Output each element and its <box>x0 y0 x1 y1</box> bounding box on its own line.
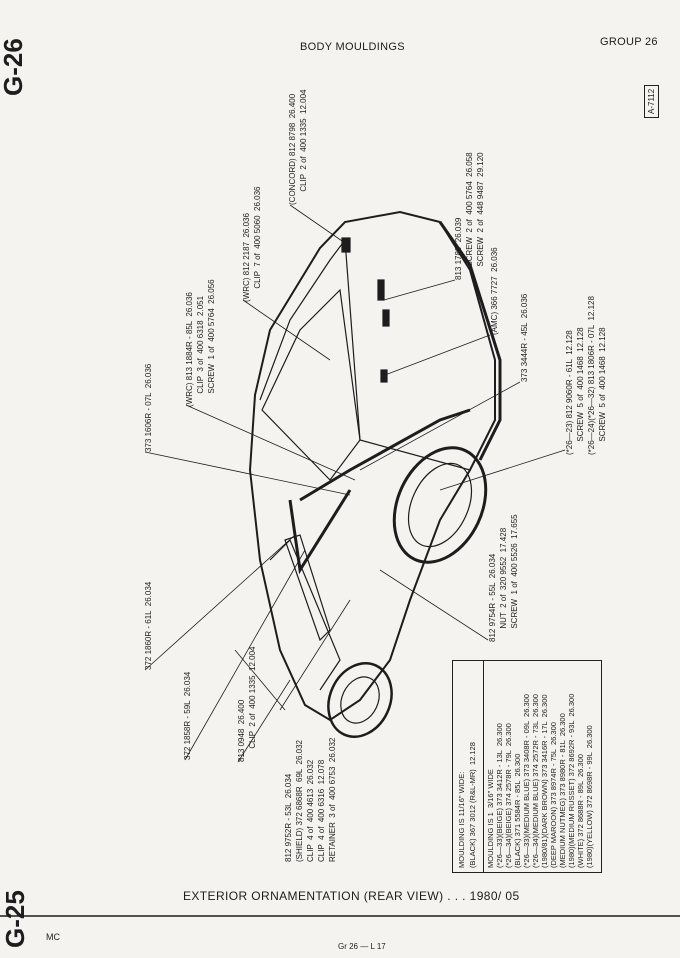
corner-mark: MC <box>46 932 60 942</box>
callout-line: CLIP 3 of 400 6318 2.051 <box>196 295 205 407</box>
rear-deck <box>344 239 471 471</box>
callout-line: 373 1606R - 07L 26.036 <box>144 363 153 452</box>
callout-wrc-813-1884: (WRC) 813 1884R - 85L 26.036 CLIP 3 of 4… <box>184 279 217 407</box>
callout-26-23: (*26—23) 812 9060R - 61L 12.128 SCREW 5 … <box>564 296 608 455</box>
group-label: GROUP 26 <box>600 36 658 48</box>
quarter-window <box>284 534 331 642</box>
roof-line <box>259 239 346 401</box>
figure-caption: EXTERIOR ORNAMENTATION (REAR VIEW) . . .… <box>183 889 520 903</box>
callout-concord: (CONCORD) 812 8798 26.400 CLIP 2 of 400 … <box>287 90 309 206</box>
callout-line: (WRC) 813 1884R - 85L 26.036 <box>185 292 194 407</box>
callout-line: 813 1789 26.039 <box>454 217 463 280</box>
callout-line: 373 3444R - 45L 26.036 <box>520 293 529 382</box>
callout-812-9752: 812 9752R - 53L 26.034(SHIELD) 372 6868R… <box>283 738 338 862</box>
page-code-bottom: G-25 <box>0 890 30 948</box>
callout-line: SCREW 2 of 448 9487 29.120 <box>476 152 485 280</box>
callout-line: SCREW 5 of 400 1468 12.128 <box>598 327 607 455</box>
callout-line: CLIP 2 of 400 1335 12.004 <box>248 646 257 762</box>
moulding-line: (1980/81)(DARK BROWN) 373 3416R - 17L 26… <box>540 694 549 868</box>
callout-line: (SHIELD) 372 6868R 69L 26.032 <box>295 739 304 862</box>
callout-line: SCREW 2 of 400 5764 26.058 <box>465 152 474 280</box>
moulding-line: (*26—33)(BEIGE) 373 3412R - 13L 26.300 <box>495 723 504 868</box>
callout-line: (WRC) 812 2187 26.036 <box>242 213 251 302</box>
callout-line: (AMC) 366 7727 26.036 <box>490 247 499 335</box>
callout-line: NUT 2 of 320 9552 17.428 <box>499 527 508 642</box>
moulding-line: (*26—33)(MEDIUM BLUE) 373 3408R - 09L 26… <box>522 694 531 868</box>
page-title: BODY MOULDINGS <box>300 41 405 53</box>
callout-line: SCREW 1 of 400 5764 26.056 <box>207 279 216 407</box>
callout-line: CLIP 2 of 400 1335 12.004 <box>299 89 308 205</box>
moulding-line: (1980)(MEDIUM RUSSET) 372 8692R - 93L 26… <box>567 693 576 868</box>
moulding-line: (MEDIUM NUTMEG) 373 8980R - 81L 26.300 <box>558 713 567 868</box>
callout-373-3444: 373 3444R - 45L 26.036 <box>519 294 530 382</box>
rear-wheel <box>392 446 488 564</box>
callout-813-0948: 813 0948 26.400 CLIP 2 of 400 1335 12.00… <box>236 647 258 763</box>
moulding-wide: MOULDING IS 1 3/16" WIDE(*26—33)(BEIGE) … <box>486 694 594 868</box>
rear-bumper <box>438 221 502 461</box>
leader-lines <box>144 204 566 763</box>
callout-line: 372 1860R - 61L 26.034 <box>144 581 153 670</box>
car-body-outline <box>248 210 496 722</box>
callout-line: 813 0948 26.400 <box>237 699 246 762</box>
callout-line: SCREW 1 of 400 5526 17.655 <box>510 514 519 642</box>
moulding-line: (1980)(YELLOW) 372 8698R - 99L 26.300 <box>585 725 594 868</box>
callout-line: CLIP 4 of 400 6316 12.078 <box>317 759 326 862</box>
callout-line: (*26—23) 812 9060R - 61L 12.128 <box>565 330 574 455</box>
callout-line: CLIP 7 of 400 5060 26.036 <box>253 186 262 302</box>
rear-window <box>261 288 361 481</box>
moulding-line: (*26—34)(MEDIUM BLUE) 374 2572R - 73L 26… <box>531 694 540 868</box>
callout-wrc-812-2187: (WRC) 812 2187 26.036 CLIP 7 of 400 5060… <box>241 187 263 303</box>
callout-372-1858: 372 1858R - 59L 26.034 <box>182 672 193 760</box>
callout-813-1789: 813 1789 26.039 SCREW 2 of 400 5764 26.0… <box>453 152 486 280</box>
moulding-narrow: MOULDING IS 11/16" WIDE:(BLACK) 367 3012… <box>456 742 478 868</box>
callout-373-1606: 373 1606R - 07L 26.036 <box>143 364 154 452</box>
callout-line: 372 1858R - 59L 26.034 <box>183 671 192 760</box>
callout-812-9754: 812 9754R - 55L 26.034 NUT 2 of 320 9552… <box>487 514 520 642</box>
moulding-line: MOULDING IS 11/16" WIDE: <box>457 771 466 868</box>
callout-line: 812 9754R - 55L 26.034 <box>488 553 497 642</box>
callout-372-1860: 372 1860R - 61L 26.034 <box>143 582 154 670</box>
callout-amc: (AMC) 366 7727 26.036 <box>489 247 500 335</box>
moulding-line: (WHITE) 372 8688R - 89L 26.300 <box>576 754 585 868</box>
moulding-line: (BLACK) 371 5584R - 85L 26.300 <box>513 753 522 868</box>
callout-line: (*26—24)(*26—32) 813 1806R - 07L 12.128 <box>587 296 596 455</box>
front-wheel <box>327 662 393 738</box>
beltline-moulding <box>288 489 352 575</box>
moulding-table <box>452 660 602 873</box>
door-frame <box>269 538 341 691</box>
moulding-line: (DEEP MAROON) 373 8974R - 75L 26.300 <box>549 722 558 868</box>
side-moulding <box>299 408 471 502</box>
moulding-line: (BLACK) 367 3012 (R&L-MR) 12.128 <box>468 742 477 868</box>
callout-line: 812 9752R - 53L 26.034 <box>284 773 293 862</box>
callout-line: RETAINER 3 of 400 6753 26.032 <box>328 737 337 862</box>
moulding-line: (*26—34)(BEIGE) 374 2578R - 79L 26.300 <box>504 723 513 868</box>
callout-line: (CONCORD) 812 8798 26.400 <box>288 93 297 205</box>
callout-line: SCREW 5 of 400 1468 12.128 <box>576 327 585 455</box>
callout-line: CLIP 4 of 400 4613 26.032 <box>306 759 315 862</box>
page-reference: Gr 26 — L 17 <box>338 942 386 951</box>
moulding-line: MOULDING IS 1 3/16" WIDE <box>486 769 495 868</box>
